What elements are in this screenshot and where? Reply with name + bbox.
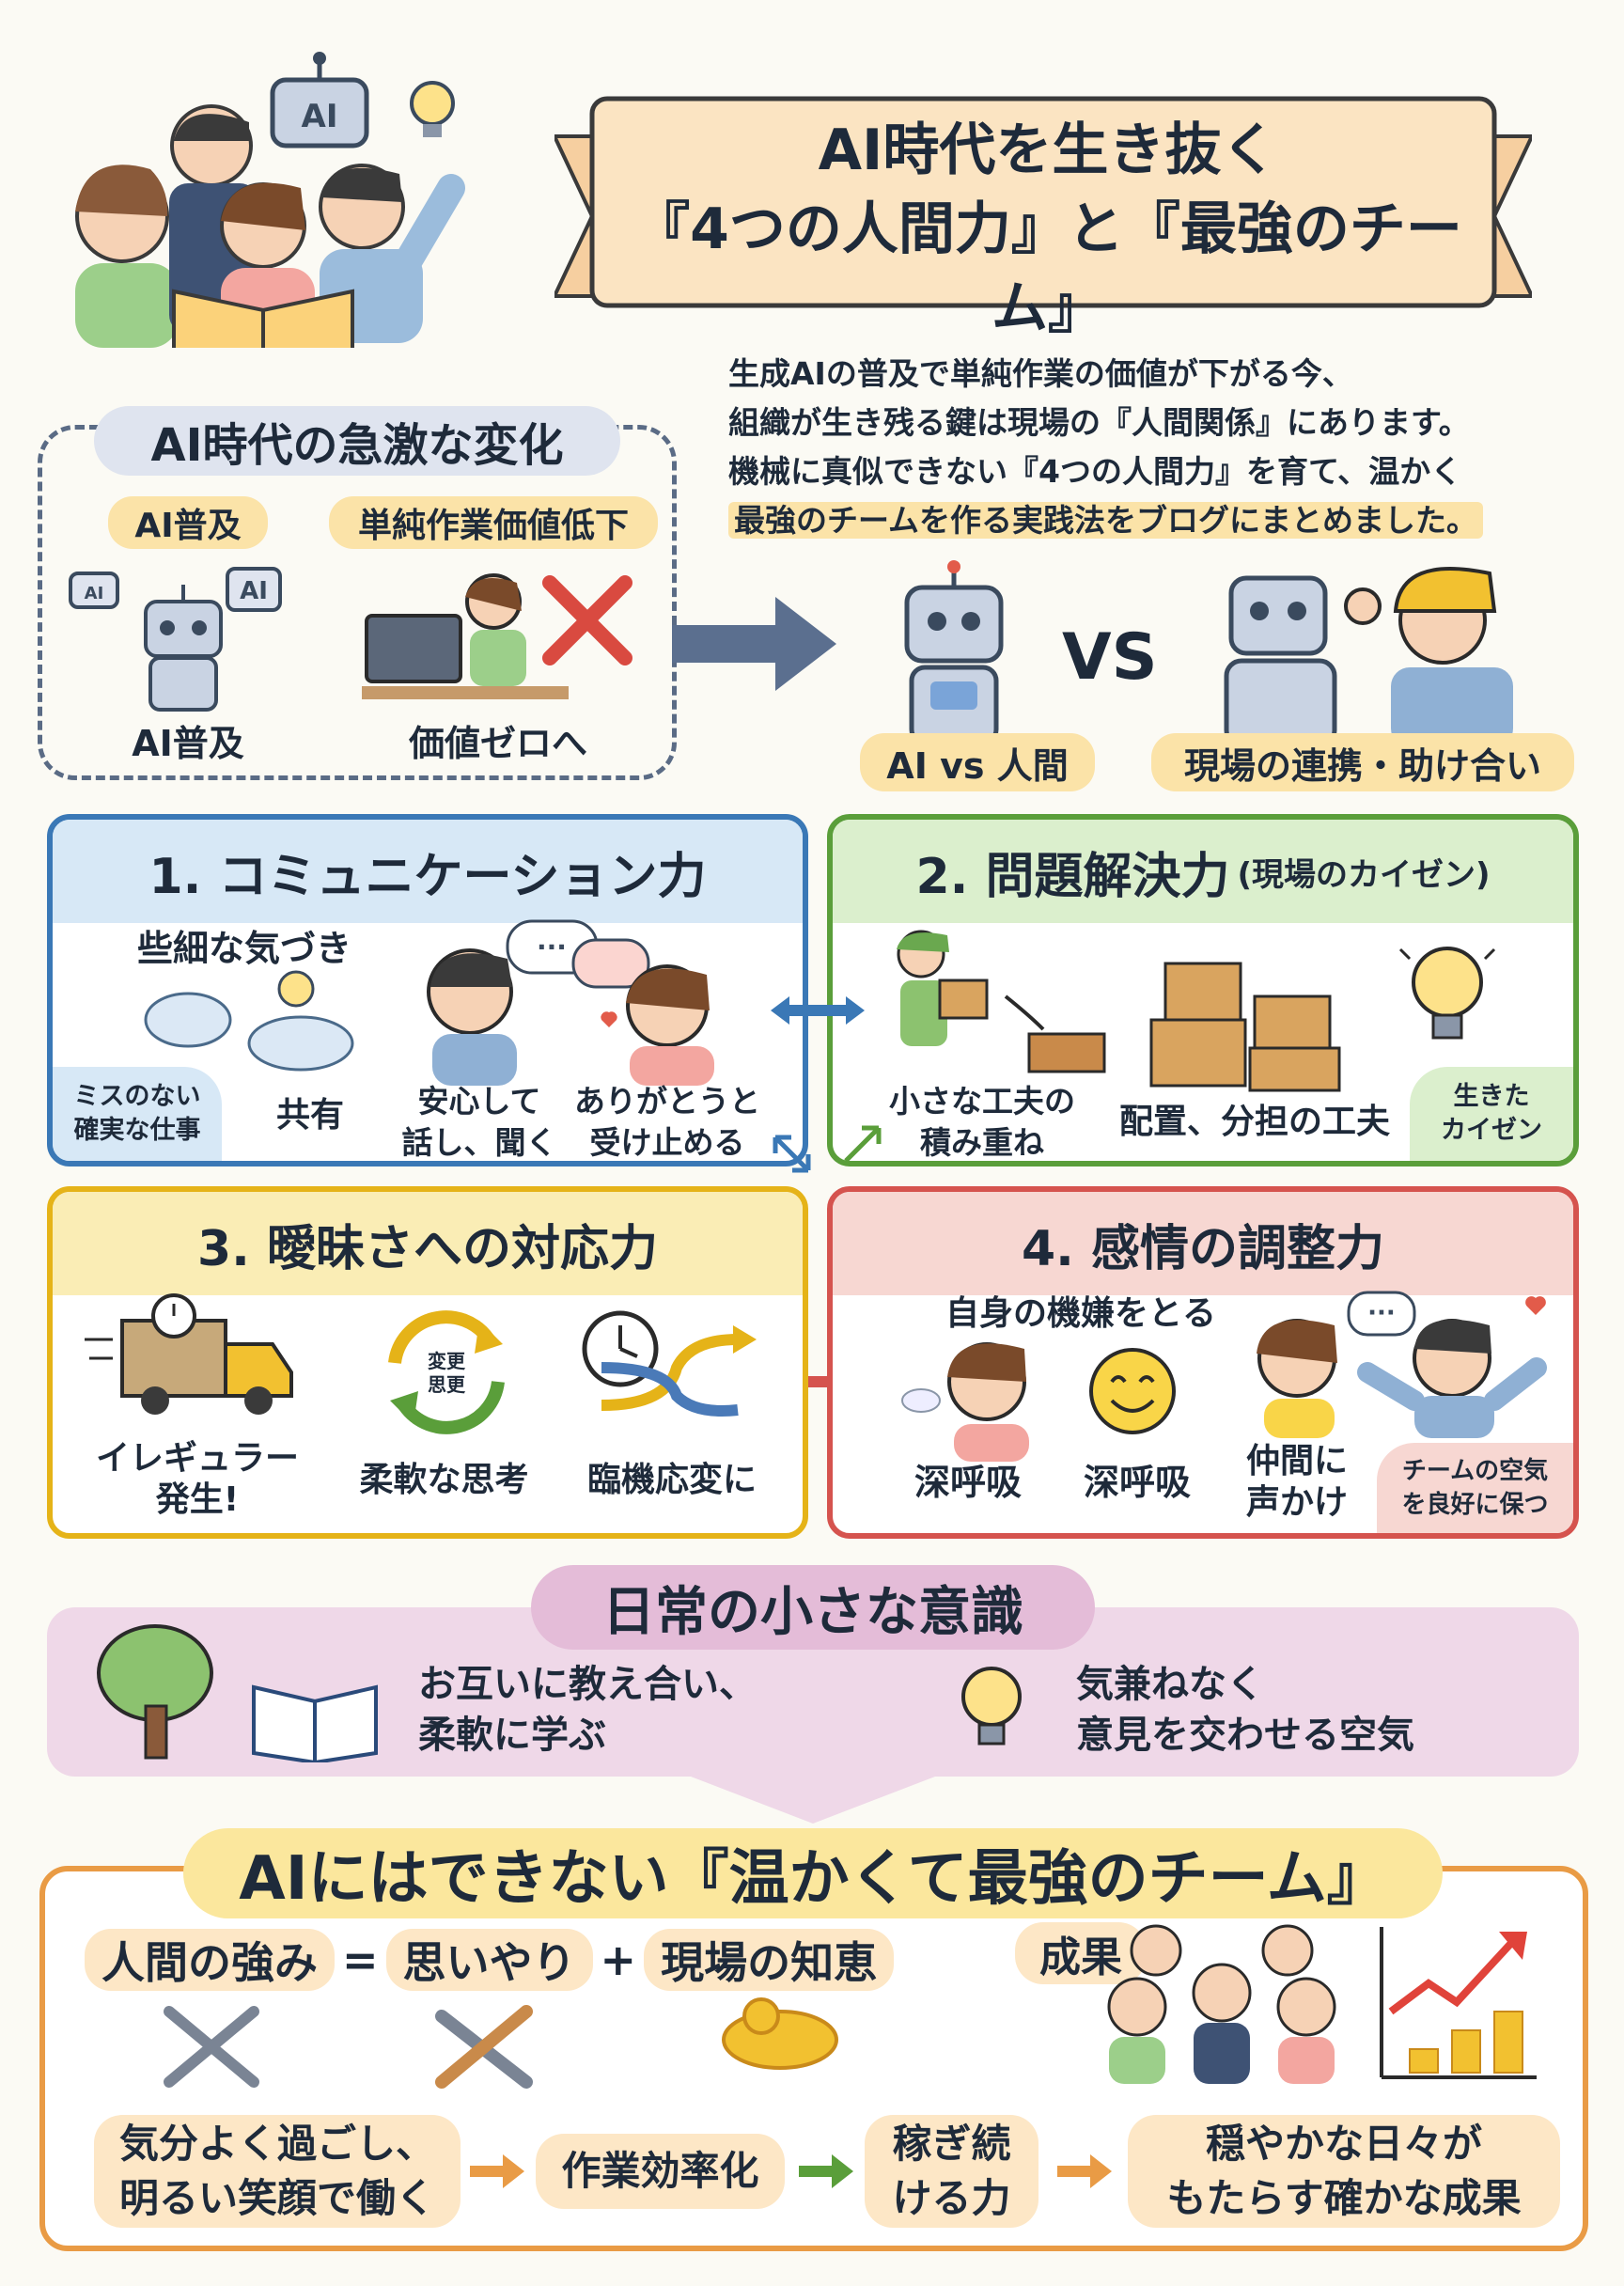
family-illustration: AI xyxy=(75,52,465,348)
title-banner xyxy=(554,96,1532,308)
svg-text:変更: 変更 xyxy=(428,1350,466,1372)
svg-text:···: ··· xyxy=(537,932,567,963)
equation: 人間の強み = 思いやり + 現場の知恵 xyxy=(85,1927,895,1993)
boxes-icon xyxy=(1149,962,1341,1092)
equation-strength: 人間の強み xyxy=(85,1929,335,1991)
arrow-right-icon xyxy=(672,597,836,691)
arrow-right-icon xyxy=(799,2154,853,2188)
robot-icon xyxy=(904,560,1004,745)
title-line-1: AI時代を生き抜く xyxy=(818,117,1278,183)
intro-text: 生成AIの普及で単純作業の価値が下がる今、 組織が生き残る鍵は現場の『人間関係』… xyxy=(728,350,1574,545)
double-arrow-icon xyxy=(771,996,865,1025)
svg-text:思更: 思更 xyxy=(428,1373,466,1396)
panel-problem-solving-title: 2. 問題解決力(現場のカイゼン) xyxy=(833,820,1573,923)
equation-equals: = xyxy=(342,1934,379,1985)
intro-line: 機械に真似できない『4つの人間力』を育て、温かく xyxy=(728,453,1462,490)
svg-text:···: ··· xyxy=(1367,1299,1396,1327)
double-arrow-icon xyxy=(771,1368,865,1396)
flow-step-2: 作業効率化 xyxy=(536,2134,785,2209)
label-flexible-thinking: 柔軟な思考 xyxy=(359,1461,529,1499)
daily-awareness-title: 日常の小さな意識 xyxy=(531,1565,1095,1650)
robot-worker-handshake-icon xyxy=(1224,567,1513,747)
growth-chart-icon xyxy=(1380,1927,1537,2079)
label-teamwork: 現場の連携・助け合い xyxy=(1151,733,1574,791)
cross-icon xyxy=(542,575,632,665)
label-share: 共有 xyxy=(275,1096,344,1135)
svg-text:AI: AI xyxy=(240,577,268,605)
robot-head-icon: AI xyxy=(270,52,369,149)
handshake-icon xyxy=(722,1997,838,2070)
flow-step-4: 穏やかな日々が もたらす確かな成果 xyxy=(1128,2115,1560,2228)
label-deep-breath-2: 深呼吸 xyxy=(1083,1462,1191,1503)
flow-step-1: 気分よく過ごし、 明るい笑顔で働く xyxy=(94,2115,461,2228)
worker-carrying-box-icon xyxy=(897,930,1106,1073)
equation-kindness: 思いやり xyxy=(385,1929,593,1991)
clock-arrows-icon xyxy=(582,1310,757,1417)
tag-value-decline: 単純作業価値低下 xyxy=(329,496,658,549)
intro-line: 最強のチームを作る実践法をブログにまとめました。 xyxy=(728,496,1574,545)
equation-plus: + xyxy=(600,1934,637,1985)
lightbulb-icon xyxy=(961,1667,1022,1746)
cycle-arrows-icon: 変更 思更 xyxy=(388,1310,505,1434)
panel-ambiguity-title: 3. 曖昧さへの対応力 xyxy=(53,1192,803,1295)
arrow-down-icon xyxy=(691,1777,935,1824)
intro-line: 組織が生き残る鍵は現場の『人間関係』にあります。 xyxy=(728,404,1470,441)
svg-text:AI: AI xyxy=(85,584,104,603)
diagonal-arrow-icon xyxy=(844,1125,882,1163)
daily-right-text: 気兼ねなく 意見を交わせる空気 xyxy=(1076,1663,1414,1757)
two-people-talking-icon: ··· xyxy=(427,919,714,1086)
label-irregular: イレギュラー 発生! xyxy=(95,1439,299,1519)
panel-communication-title: 1. コミュニケーション力 xyxy=(53,820,803,923)
truck-clock-icon xyxy=(85,1293,293,1415)
team-group-icon xyxy=(1107,1924,1336,2084)
tag-ai-spread: AI普及 xyxy=(108,496,268,549)
ai-change-title: AI時代の急激な変化 xyxy=(94,406,620,476)
panel-emotion-title: 4. 感情の調整力 xyxy=(833,1192,1573,1295)
label-arrangement: 配置、分担の工夫 xyxy=(1118,1103,1390,1141)
panel-emotion-subtitle: 自身の機嫌をとる xyxy=(945,1294,1216,1333)
smiley-icon xyxy=(1089,1348,1176,1434)
daily-left-text: お互いに教え合い、 柔軟に学ぶ xyxy=(418,1663,757,1757)
panel-communication-subtitle: 些細な気づき xyxy=(136,928,351,969)
lightbulb-icon xyxy=(410,81,455,137)
corner-living-kaizen: 生きた カイゼン xyxy=(1410,1067,1573,1161)
caption-ai-spread: AI普及 xyxy=(132,723,244,764)
desk-worker-icon xyxy=(362,573,632,699)
title-line-2: 『4つの人間力』と『最強のチーム』 xyxy=(633,196,1462,341)
swords-icon xyxy=(164,2005,533,2089)
diagonal-arrow-icon xyxy=(773,1135,811,1173)
flow-step-3: 稼ぎ続 ける力 xyxy=(865,2115,1038,2228)
label-small-improvements: 小さな工夫の 積み重ね xyxy=(889,1083,1075,1161)
equation-wisdom: 現場の知恵 xyxy=(644,1929,895,1991)
breathing-woman-icon xyxy=(901,1342,1029,1462)
svg-text:AI: AI xyxy=(302,98,338,135)
label-talk-listen: 安心して 話し、聞く xyxy=(401,1083,557,1161)
label-adapt: 臨機応変に xyxy=(586,1461,757,1499)
arrow-right-icon xyxy=(1057,2154,1112,2188)
label-ai-vs-human: AI vs 人間 xyxy=(860,733,1095,791)
vs-label: VS xyxy=(1062,620,1158,695)
intro-line: 生成AIの普及で単純作業の価値が下がる今、 xyxy=(728,355,1353,392)
result-label: 成果 xyxy=(1015,1922,1147,1984)
friends-cheering-icon: ··· xyxy=(1257,1291,1547,1438)
final-title: AIにはできない『温かくて最強のチーム』 xyxy=(183,1828,1443,1918)
corner-reliable-work: ミスのない 確実な仕事 xyxy=(53,1067,222,1161)
label-accept-thanks: ありがとうと 受け止める xyxy=(574,1083,760,1161)
corner-team-atmosphere: チームの空気 を良好に保つ xyxy=(1377,1443,1573,1533)
label-call-out: 仲間に 声かけ xyxy=(1245,1442,1348,1522)
cloud-lightbulb-icon xyxy=(144,970,354,1072)
robot-ai-icon: AI AI xyxy=(69,567,282,712)
tree-book-icon xyxy=(97,1624,378,1762)
caption-value-zero: 価値ゼロへ xyxy=(408,723,587,764)
page-title: AI時代を生き抜く 『4つの人間力』と『最強のチーム』 xyxy=(611,111,1485,348)
arrow-right-icon xyxy=(470,2154,524,2188)
lightbulb-icon xyxy=(1398,947,1496,1040)
label-deep-breath-1: 深呼吸 xyxy=(914,1462,1022,1503)
